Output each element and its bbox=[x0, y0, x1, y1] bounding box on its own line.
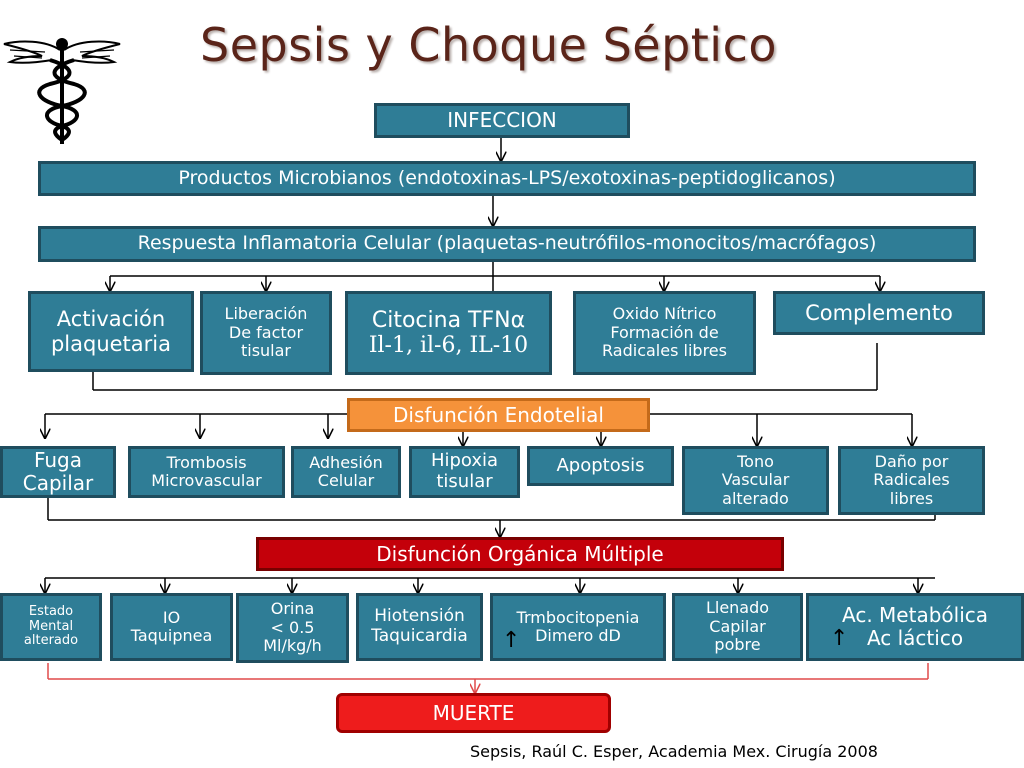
io-text: IO Taquipnea bbox=[130, 607, 213, 645]
node-adhesion: Adhesión Celular bbox=[291, 446, 401, 498]
node-orina: Orina < 0.5 Ml/kg/h bbox=[236, 593, 349, 663]
arrow-up-icon: ↑ bbox=[830, 626, 849, 651]
node-activacion: Activación plaquetaria bbox=[28, 291, 194, 372]
node-oxido: Oxido Nítrico Formación de Radicales lib… bbox=[573, 291, 756, 375]
node-estado: Estado Mental alterado bbox=[0, 593, 102, 661]
node-hiotension: Hiotensión Taquicardia bbox=[356, 593, 483, 661]
citocina-line-2: Il-1, il-6, IL-10 bbox=[368, 333, 529, 358]
node-muerte: MUERTE bbox=[336, 693, 611, 733]
citocina-line-1: Citocina TFNα bbox=[371, 307, 526, 333]
node-disfuncion-organica: Disfunción Orgánica Múltiple bbox=[256, 537, 784, 571]
node-dano: Daño por Radicales libres bbox=[838, 446, 985, 515]
citation-footer: Sepsis, Raúl C. Esper, Academia Mex. Cir… bbox=[470, 742, 878, 761]
node-hipoxia: Hipoxia tisular bbox=[409, 446, 520, 498]
node-io: IO Taquipnea bbox=[110, 593, 233, 661]
page-title: Sepsis y Choque Séptico bbox=[200, 18, 778, 72]
caduceus-icon bbox=[0, 22, 125, 147]
node-llenado: Llenado Capilar pobre bbox=[672, 593, 803, 661]
node-respuesta: Respuesta Inflamatoria Celular (plaqueta… bbox=[38, 226, 976, 262]
node-complemento: Complemento bbox=[773, 291, 985, 335]
node-fuga: Fuga Capilar bbox=[0, 446, 116, 498]
node-disfuncion-endotelial: Disfunción Endotelial bbox=[347, 398, 650, 432]
node-productos: Productos Microbianos (endotoxinas-LPS/e… bbox=[38, 161, 976, 196]
node-citocina: Citocina TFNα Il-1, il-6, IL-10 bbox=[345, 291, 552, 375]
arrow-up-icon: ↑ bbox=[502, 628, 521, 653]
node-trmbocitopenia: Trmbocitopenia Dimero dD bbox=[490, 593, 666, 661]
node-tono: Tono Vascular alterado bbox=[682, 446, 829, 515]
node-infeccion: INFECCION bbox=[374, 103, 630, 138]
node-trombosis: Trombosis Microvascular bbox=[128, 446, 285, 498]
node-liberacion: Liberación De factor tisular bbox=[200, 291, 332, 375]
node-ac: Ac. Metabólica Ac láctico bbox=[806, 593, 1024, 661]
node-apoptosis: Apoptosis bbox=[527, 446, 674, 486]
